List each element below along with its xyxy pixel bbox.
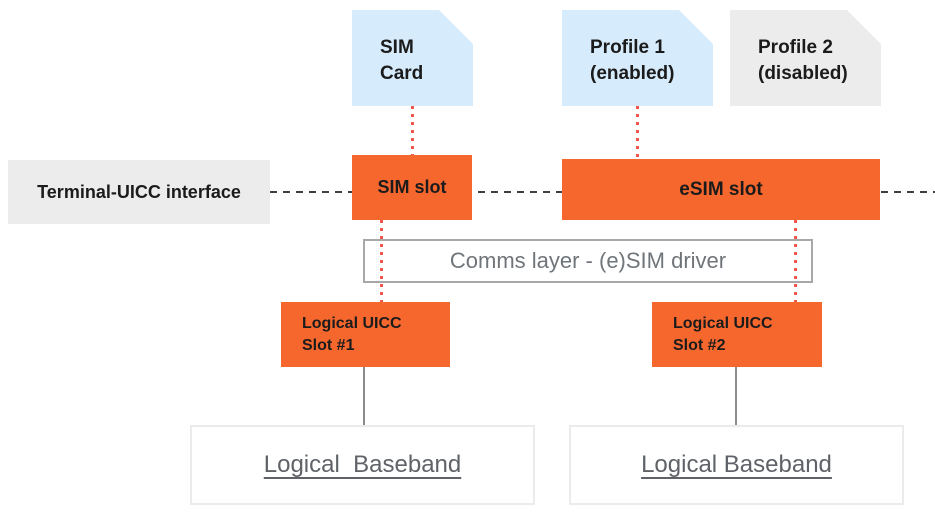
sim-card-card: SIM Card (352, 10, 473, 106)
profile-1-card: Profile 1 (enabled) (562, 10, 713, 106)
logical-uicc-slot-2-label: Logical UICC Slot #2 (673, 314, 773, 354)
comms-layer-box: Comms layer - (e)SIM driver (363, 239, 813, 283)
connector-esim-slot-to-uicc-slot-2 (794, 220, 797, 302)
logical-uicc-slot-1-label: Logical UICC Slot #1 (302, 314, 402, 354)
connector-sim-slot-to-uicc-slot-1 (380, 220, 383, 302)
profile-2-card: Profile 2 (disabled) (730, 10, 881, 106)
esim-slot-box: eSIM slot (562, 159, 880, 220)
connector-uicc-slot-1-to-baseband (363, 367, 365, 425)
connector-uicc-slot-2-to-baseband (735, 367, 737, 425)
logical-baseband-left-link[interactable]: Logical Baseband (263, 451, 462, 478)
logical-uicc-slot-1-box: Logical UICC Slot #1 (281, 302, 450, 367)
profile-2-label: Profile 2 (disabled) (758, 37, 848, 84)
sim-card-label: SIM Card (380, 37, 424, 84)
esim-slot-label: eSIM slot (679, 178, 763, 200)
comms-layer-label: Comms layer - (e)SIM driver (449, 248, 727, 273)
logical-uicc-slot-2-box: Logical UICC Slot #2 (652, 302, 822, 367)
sim-slot-label: SIM slot (377, 177, 447, 197)
logical-baseband-right-link[interactable]: Logical Baseband (641, 451, 832, 478)
profile-1-label: Profile 1 (enabled) (590, 37, 675, 84)
terminal-uicc-interface-label: Terminal-UICC interface (37, 181, 241, 202)
logical-baseband-left-box: Logical Baseband (190, 425, 535, 505)
terminal-uicc-interface-box: Terminal-UICC interface (8, 160, 270, 224)
connector-profile-1-to-esim-slot (636, 106, 639, 159)
sim-slot-box: SIM slot (352, 155, 472, 220)
logical-baseband-right-box: Logical Baseband (569, 425, 904, 505)
connector-sim-card-to-sim-slot (411, 106, 414, 155)
